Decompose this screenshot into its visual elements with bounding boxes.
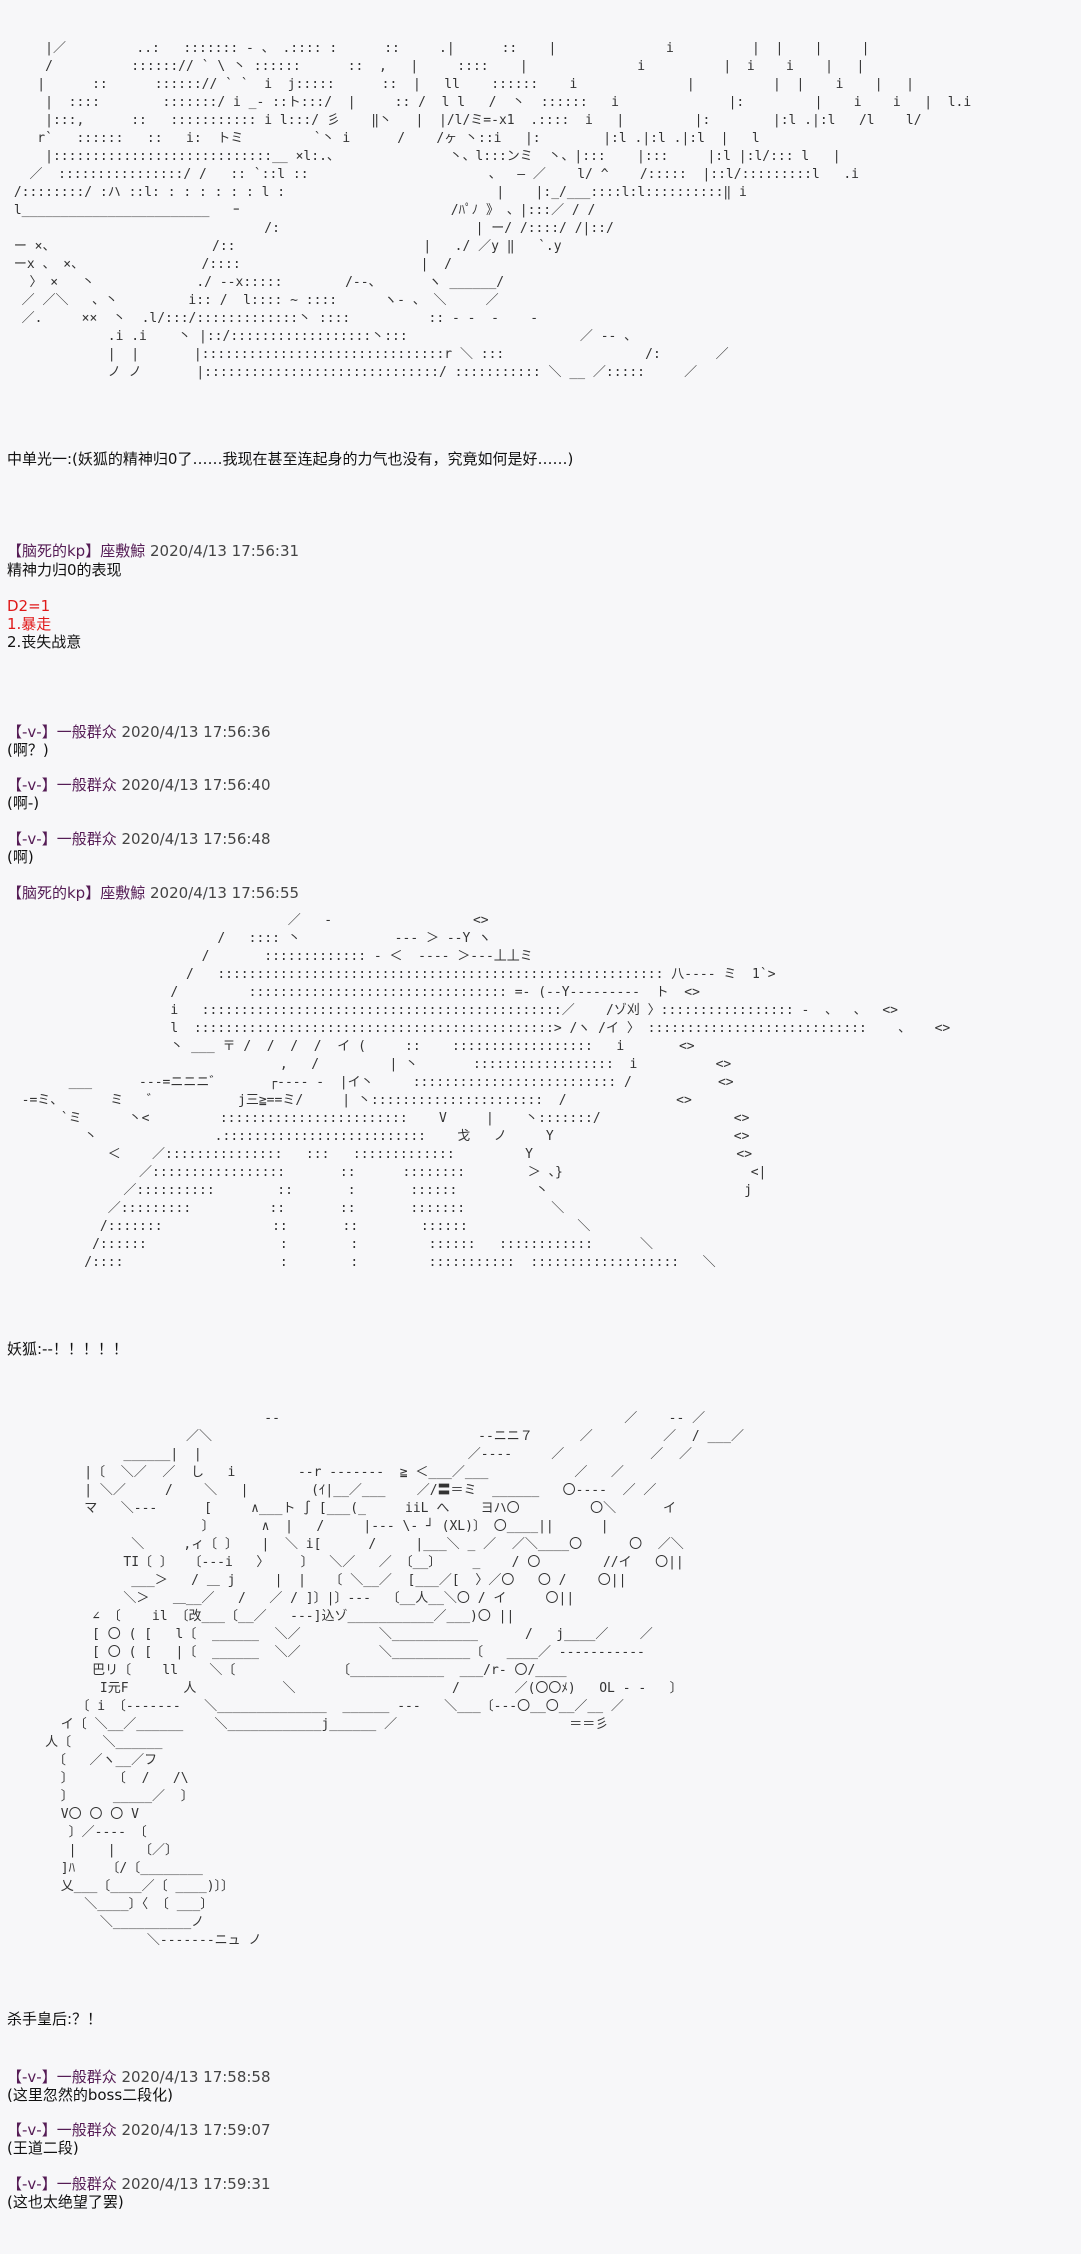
post-header: 【脑死的kp】座敷鯨 2020/4/13 17:56:55 [7, 884, 299, 903]
poster-name: 【‐v‐】一般群众 [7, 2121, 117, 2139]
post-text: 精神力归0的表现 [7, 561, 122, 579]
post-text: (啊) [7, 848, 34, 866]
post-header: 【‐v‐】一般群众 2020/4/13 17:56:48 [7, 830, 271, 849]
post-header: 【脑死的kp】座敷鯨 2020/4/13 17:56:31 [7, 542, 299, 561]
post-header: 【‐v‐】一般群众 2020/4/13 17:59:31 [7, 2175, 271, 2194]
post-timestamp: 2020/4/13 17:59:31 [116, 2175, 271, 2193]
poster-name: 【‐v‐】一般群众 [7, 723, 117, 741]
post-timestamp: 2020/4/13 17:56:40 [116, 776, 271, 794]
post-header: 【‐v‐】一般群众 2020/4/13 17:56:36 [7, 723, 271, 742]
post-timestamp: 2020/4/13 17:56:36 [116, 723, 271, 741]
post-text: (这里忽然的boss二段化) [7, 2086, 174, 2104]
post-header: 【‐v‐】一般群众 2020/4/13 17:58:58 [7, 2068, 271, 2087]
post-timestamp: 2020/4/13 17:58:58 [116, 2068, 271, 2086]
poster-name: 【‐v‐】一般群众 [7, 2175, 117, 2193]
post-text: (王道二段) [7, 2139, 79, 2157]
dice-roll: D2=1 [7, 597, 51, 615]
poster-name: 【脑死的kp】座敷鯨 [7, 884, 146, 902]
dialogue-line: 杀手皇后:？！ [7, 2010, 103, 2028]
option-1: 1.暴走 [7, 615, 52, 633]
post-header: 【‐v‐】一般群众 2020/4/13 17:59:07 [7, 2121, 271, 2140]
dialogue-line: 中单光一:(妖狐的精神归0了……我现在甚至连起身的力气也没有，究竟如何是好……) [7, 450, 574, 468]
post-text: (这也太绝望了罢) [7, 2193, 124, 2211]
ascii-art-scene-3: ‐‐ ／ ‐‐ ／ ／＼ ‐‐ニニ７ ／ ／ / ___／ ______| | [45, 1411, 744, 1948]
poster-name: 【‐v‐】一般群众 [7, 2068, 117, 2086]
post-text: (啊‐) [7, 794, 40, 812]
post-header: 【‐v‐】一般群众 2020/4/13 17:56:40 [7, 776, 271, 795]
poster-name: 【脑死的kp】座敷鯨 [7, 542, 146, 560]
post-text: (啊？) [7, 741, 49, 759]
post-timestamp: 2020/4/13 17:56:55 [145, 884, 300, 902]
post-timestamp: 2020/4/13 17:56:48 [116, 830, 271, 848]
post-timestamp: 2020/4/13 17:59:07 [116, 2121, 271, 2139]
ascii-art-scene-1: |／ ..: ::::::: ‐ 、 .:::: : :: .| :: | i … [13, 41, 972, 380]
poster-name: 【‐v‐】一般群众 [7, 776, 117, 794]
dialogue-line: 妖狐:‐‐！！！！！ [7, 1340, 128, 1358]
post-timestamp: 2020/4/13 17:56:31 [145, 542, 300, 560]
option-2: 2.丧失战意 [7, 633, 82, 651]
poster-name: 【‐v‐】一般群众 [7, 830, 117, 848]
ascii-art-scene-2: ／ ‐ <> / :::: 丶 ‐‐‐ ＞ ‐‐Y ヽ / ::::::::::… [21, 913, 951, 1270]
